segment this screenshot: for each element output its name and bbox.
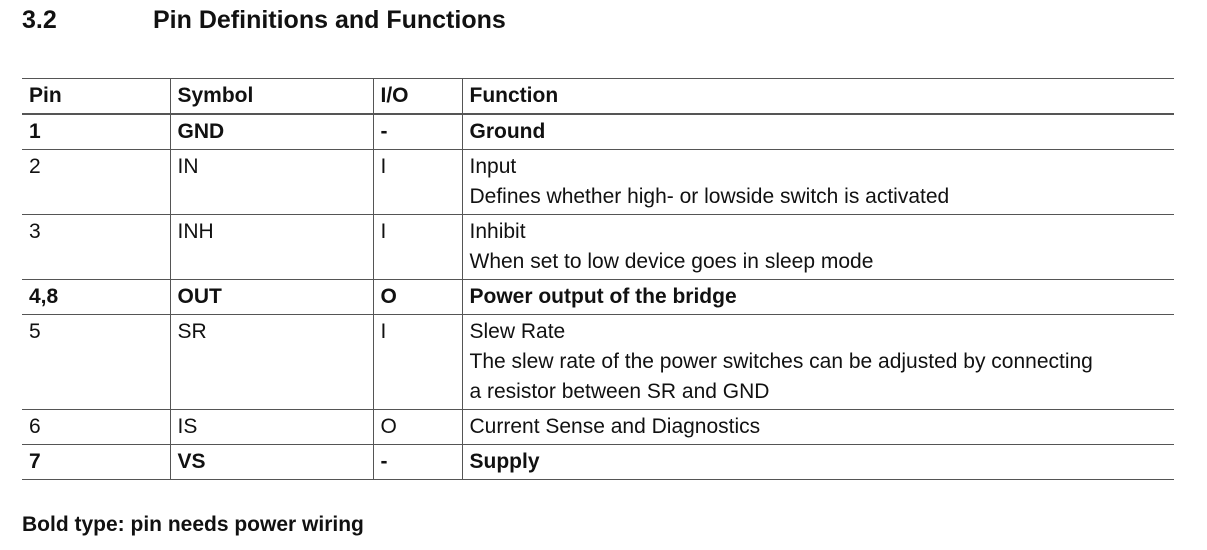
column-header-io: I/O — [372, 78, 462, 115]
symbol-cell: IN — [169, 149, 373, 215]
function-line: Input — [469, 155, 517, 178]
column-header-function: Function — [461, 78, 1174, 115]
symbol-cell: SR — [169, 314, 373, 410]
pin-cell: 1 — [22, 113, 170, 150]
section-title: Pin Definitions and Functions — [153, 6, 506, 34]
column-header-symbol: Symbol — [169, 78, 373, 115]
function-cell: Current Sense and Diagnostics — [461, 409, 1174, 445]
function-line: Supply — [469, 450, 540, 473]
section-number: 3.2 — [22, 6, 57, 34]
pin-cell: 6 — [22, 409, 170, 445]
function-line: When set to low device goes in sleep mod… — [469, 250, 874, 273]
column-header-pin: Pin — [22, 78, 170, 115]
function-line: Current Sense and Diagnostics — [469, 415, 761, 438]
symbol-cell: IS — [169, 409, 373, 445]
io-cell: - — [372, 113, 462, 150]
io-cell: - — [372, 444, 462, 480]
pin-cell: 4,8 — [22, 279, 170, 315]
function-cell: Ground — [461, 113, 1174, 150]
function-line: Defines whether high- or lowside switch … — [469, 185, 950, 208]
io-cell: I — [372, 314, 462, 410]
function-line: Power output of the bridge — [469, 285, 737, 308]
symbol-cell: OUT — [169, 279, 373, 315]
function-line: Slew Rate — [469, 320, 566, 343]
io-cell: O — [372, 409, 462, 445]
pin-cell: 7 — [22, 444, 170, 480]
io-cell: O — [372, 279, 462, 315]
pin-cell: 3 — [22, 214, 170, 280]
function-cell: Power output of the bridge — [461, 279, 1174, 315]
footnote: Bold type: pin needs power wiring — [22, 513, 364, 536]
symbol-cell: INH — [169, 214, 373, 280]
io-cell: I — [372, 149, 462, 215]
function-line: The slew rate of the power switches can … — [469, 350, 1093, 373]
symbol-cell: GND — [169, 113, 373, 150]
function-cell: Supply — [461, 444, 1174, 480]
function-line: Inhibit — [469, 220, 526, 243]
io-cell: I — [372, 214, 462, 280]
function-line: Ground — [469, 120, 546, 143]
function-line: a resistor between SR and GND — [469, 380, 770, 403]
symbol-cell: VS — [169, 444, 373, 480]
table-header-row: Pin Symbol I/O Function — [22, 78, 1174, 115]
pin-cell: 2 — [22, 149, 170, 215]
pin-cell: 5 — [22, 314, 170, 410]
